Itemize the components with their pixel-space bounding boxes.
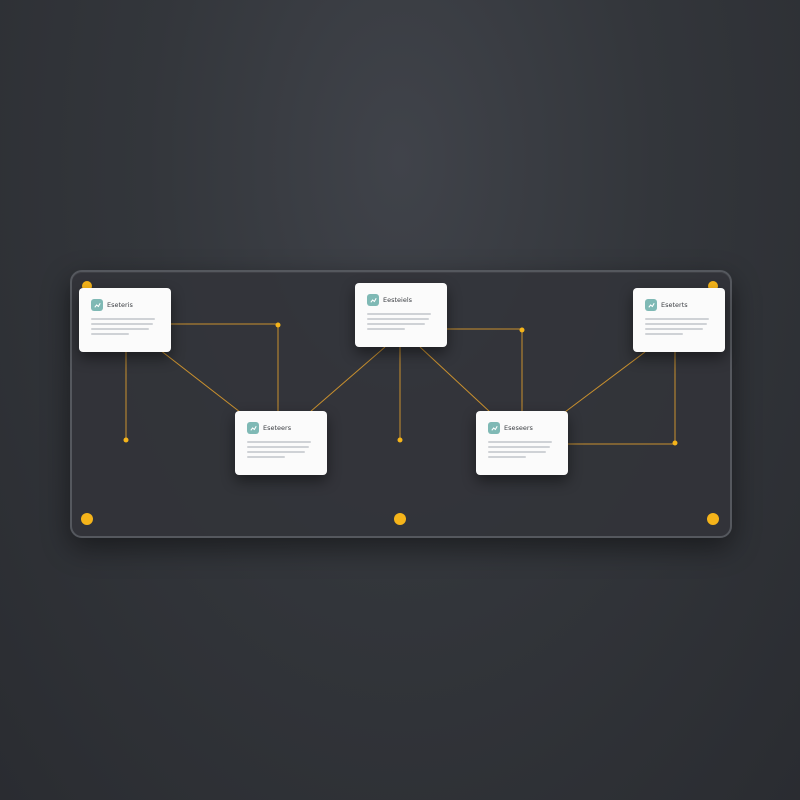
node-card-title: Eseseers bbox=[504, 424, 533, 432]
chart-icon bbox=[91, 299, 103, 311]
node-card[interactable]: Eesteiels bbox=[355, 283, 447, 347]
chart-icon bbox=[247, 422, 259, 434]
node-card[interactable]: Eseterts bbox=[633, 288, 725, 352]
chart-icon bbox=[488, 422, 500, 434]
chart-icon bbox=[367, 294, 379, 306]
placeholder-lines bbox=[91, 318, 159, 335]
placeholder-lines bbox=[367, 313, 435, 330]
placeholder-lines bbox=[645, 318, 713, 335]
node-card-title: Eseterts bbox=[661, 301, 688, 309]
placeholder-lines bbox=[247, 441, 315, 458]
chart-icon bbox=[645, 299, 657, 311]
node-card-title: Eseteers bbox=[263, 424, 292, 432]
node-card[interactable]: Eseseers bbox=[476, 411, 568, 475]
node-card-title: Eesteiels bbox=[383, 296, 413, 304]
node-card[interactable]: Eseteers bbox=[235, 411, 327, 475]
node-card[interactable]: Eseteris bbox=[79, 288, 171, 352]
node-card-title: Eseteris bbox=[107, 301, 133, 309]
placeholder-lines bbox=[488, 441, 556, 458]
